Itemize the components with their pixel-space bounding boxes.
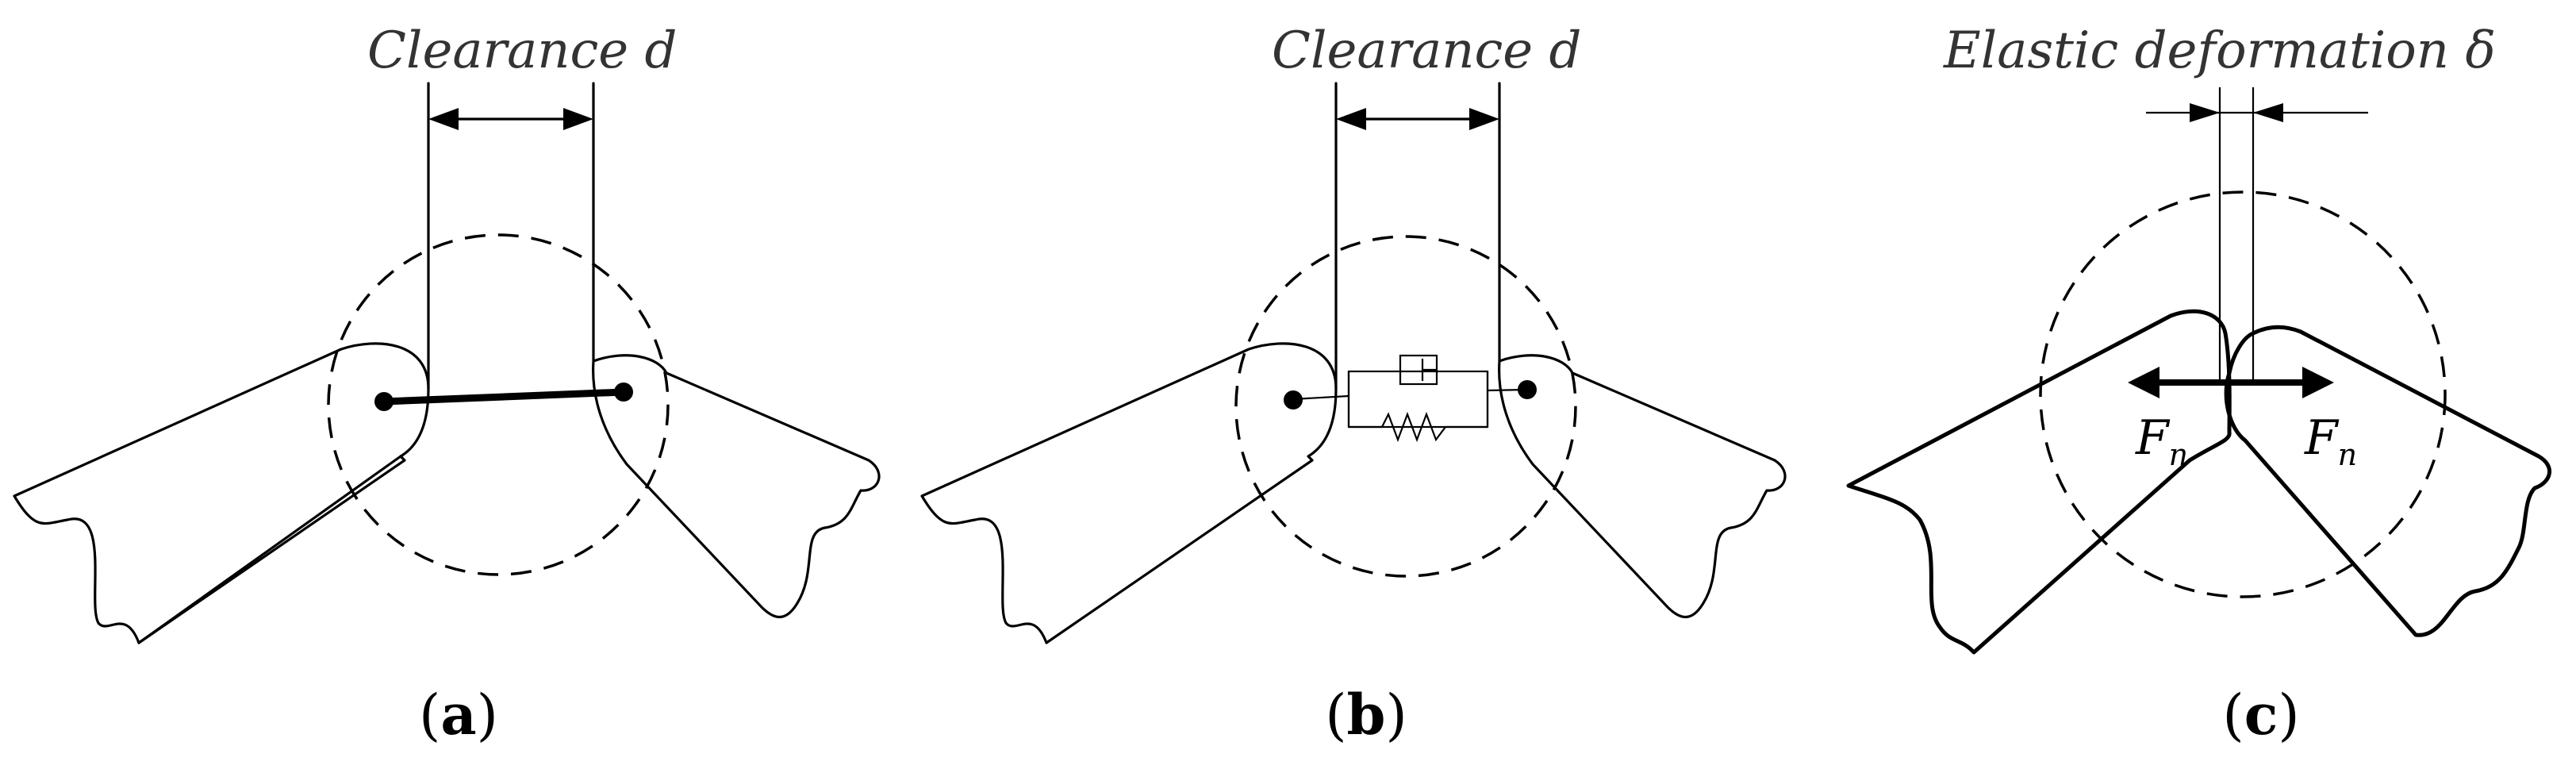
panel-b-clearance-circle — [1234, 235, 1577, 578]
panel-a-left-link-inner-edge — [137, 455, 402, 644]
panel-b-pin-joint — [1284, 390, 1303, 409]
panel-c-clearance-circle — [2039, 190, 2447, 598]
panel-c-right-link — [2224, 325, 2552, 637]
panel-b: Clearance d (b) — [920, 21, 1787, 748]
panel-c-deformation-label: Elastic deformation δ — [1943, 21, 2496, 80]
panel-c-force-label-right: Fn — [2304, 410, 2357, 472]
panel-a-caption: (a) — [419, 682, 498, 748]
panel-c-force-arrow-right-head — [2302, 367, 2334, 398]
panel-c-force-label-left: Fn — [2135, 410, 2188, 472]
panel-c-caption: (c) — [2222, 682, 2299, 748]
panel-a-massless-link — [380, 388, 628, 406]
panel-a-pin-joint — [374, 392, 394, 411]
panel-c-left-link — [1846, 309, 2232, 655]
panel-b-arrowhead-left — [1336, 108, 1366, 130]
panel-a-arrowhead-right — [563, 108, 593, 130]
panel-c-arrowhead-right — [2253, 103, 2283, 122]
panel-a: Clearance d (a) — [13, 21, 881, 748]
panel-a-clearance-circle — [327, 233, 670, 576]
panel-b-spring-damper — [1292, 354, 1528, 443]
panel-b-right-link — [1498, 354, 1787, 618]
panel-b-caption: (b) — [1325, 682, 1407, 748]
panel-a-right-link — [592, 354, 881, 618]
spring-coil — [1349, 411, 1488, 443]
panel-a-arrowhead-left — [428, 108, 459, 130]
panel-c: Elastic deformation δ Fn Fn (c) — [1846, 21, 2552, 748]
panel-a-left-link — [13, 342, 430, 644]
panel-c-arrowhead-left — [2190, 103, 2220, 122]
panel-b-left-link — [920, 342, 1338, 644]
panel-b-arrowhead-right — [1469, 108, 1499, 130]
panel-b-clearance-label: Clearance d — [1272, 21, 1581, 80]
panel-c-force-arrow-left-head — [2128, 367, 2159, 398]
spring-damper-frame — [1347, 370, 1489, 429]
panel-a-clearance-label: Clearance d — [367, 21, 677, 80]
panel-a-socket-joint — [614, 383, 633, 402]
panel-b-socket-joint — [1518, 380, 1537, 399]
